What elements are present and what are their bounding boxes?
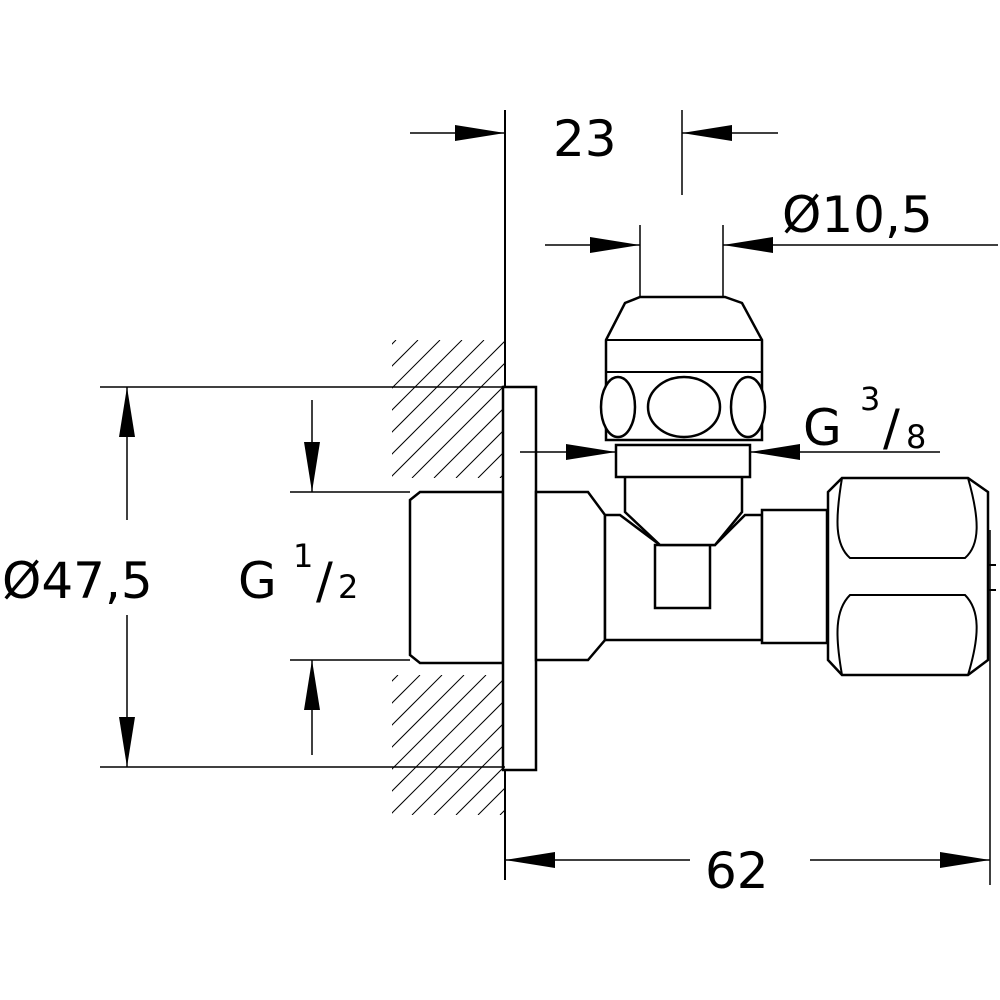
hatch-line [392,675,421,704]
handle-knob [604,295,764,442]
inlet-thread-nipple [408,490,505,665]
label-inlet-thread: G 1 / 2 [238,537,358,610]
hatch-line [392,675,399,682]
hatch-line [392,341,504,455]
hatch-line [392,675,443,726]
hatch-line [236,675,376,815]
hatch-line [392,363,504,477]
hatch-line [392,675,487,770]
hatch-line [676,675,816,815]
hatch-line [392,678,504,792]
hatch-line [588,675,728,815]
hatch-line [392,340,441,389]
hatch-line [566,675,706,815]
wall-flange [501,385,538,772]
handle-grip-right [729,375,767,439]
hatch-line [411,385,504,478]
compression-nut [826,476,990,677]
hatch-line [214,340,352,478]
hatch-line [610,675,750,815]
label-outlet-diameter: Ø10,5 [782,186,933,244]
label-overall-length: 62 [705,842,769,900]
hatch-line [433,744,504,815]
hatch-line [632,675,772,815]
outlet-collar [614,443,752,479]
hatch-line [544,675,684,815]
label-outlet-thread: G 3 / 8 [803,380,926,457]
hatch-line [392,340,397,345]
dimension-lines [100,110,998,885]
outlet-coupling [760,508,829,645]
label-flange-diameter: Ø47,5 [2,552,153,610]
hatch-line [392,700,504,814]
wall-hatching-bottom [214,675,816,815]
hatch-line [392,675,465,748]
hatch-line [654,675,794,815]
hatch-line [236,340,374,478]
hatch-line [214,675,354,815]
handle-grip-center [646,375,722,439]
hatch-line [392,340,419,367]
hatch-line [522,675,662,815]
body-horizontal [534,490,607,662]
hatch-line [392,340,485,433]
hatch-line [477,788,504,815]
hatch-line [455,429,504,478]
handle-grip-left [599,375,637,439]
hatch-line [392,340,463,411]
hatch-line [411,722,504,815]
valve-body [408,295,996,772]
hatch-line [477,451,504,478]
hatch-line [455,766,504,815]
body-stem-window [653,543,712,610]
label-top-width: 23 [553,110,617,168]
